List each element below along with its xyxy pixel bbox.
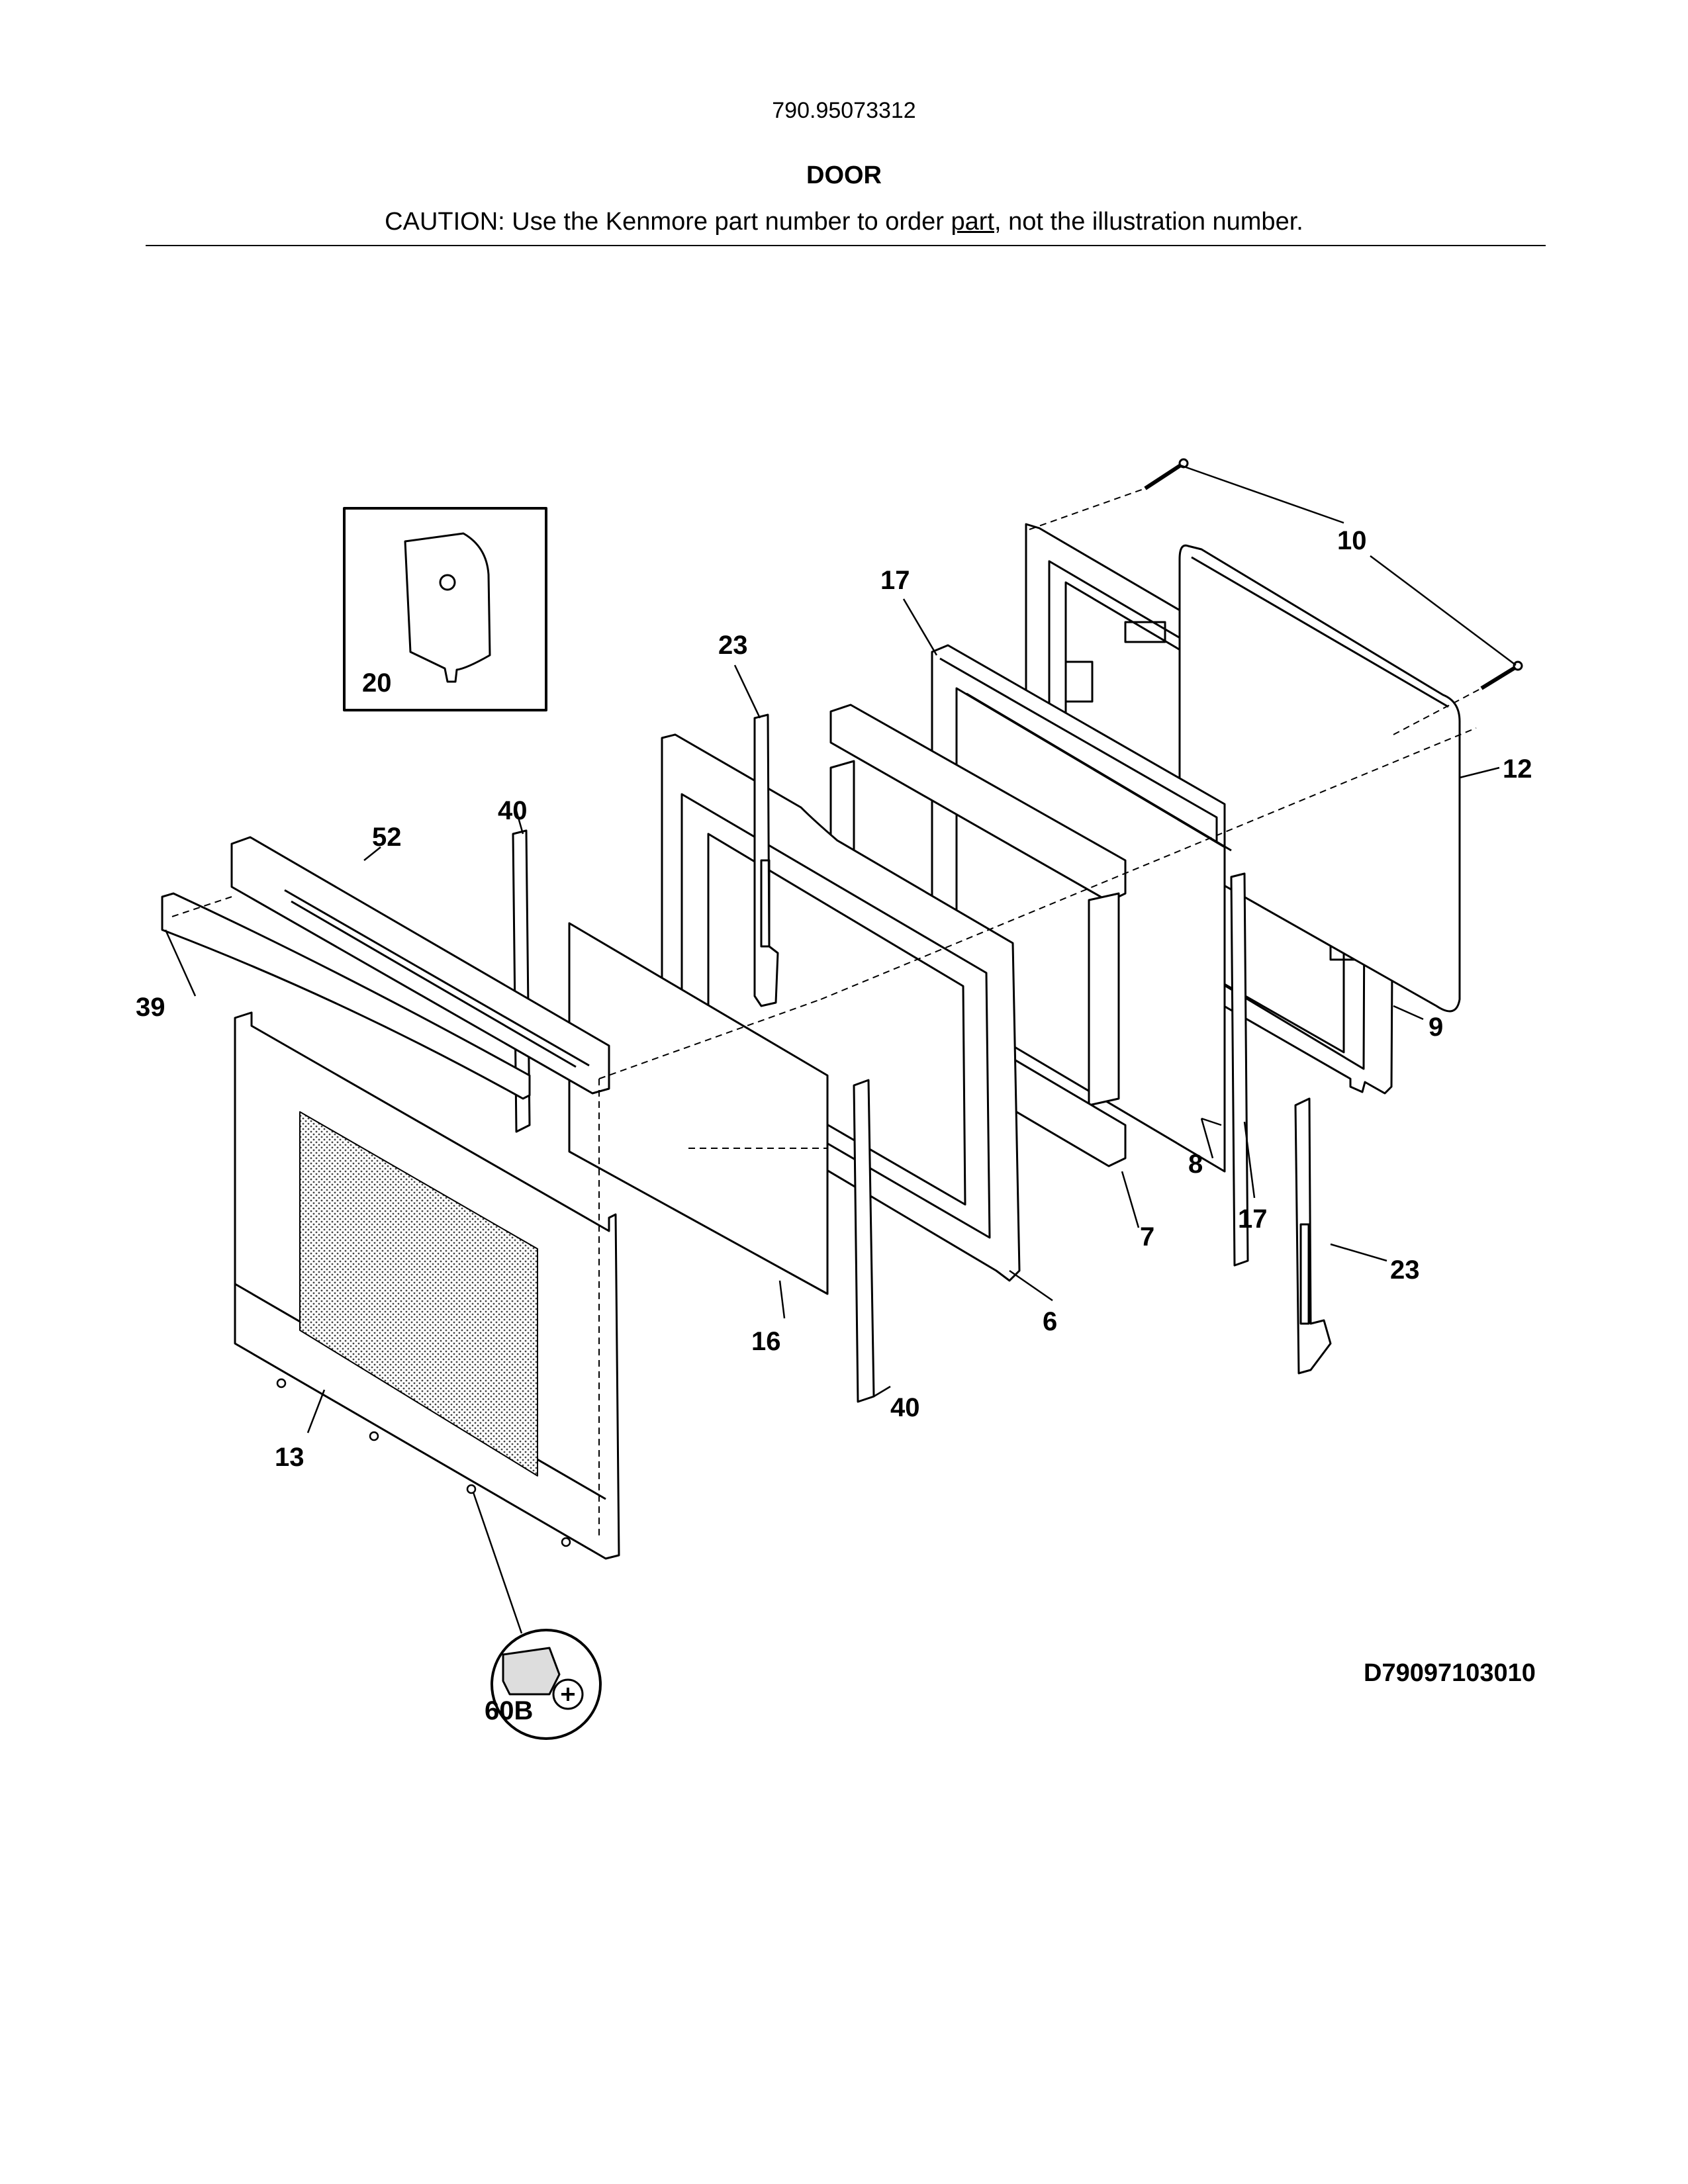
caution-underlined-word: part <box>951 208 994 236</box>
callout-12: 12 <box>1503 754 1532 784</box>
section-title: DOOR <box>806 161 882 189</box>
callout-20: 20 <box>362 668 392 698</box>
part-60b-screw-detail <box>491 1629 602 1740</box>
callout-52: 52 <box>372 823 402 852</box>
part-39-handle <box>161 892 531 1100</box>
callout-17-bottom: 17 <box>1238 1205 1268 1234</box>
caution-text-start: CAUTION: Use the Kenmore part number to … <box>385 208 951 236</box>
callout-9: 9 <box>1429 1013 1443 1042</box>
part-52-vent-trim <box>230 836 610 1095</box>
part-23-hinge-right <box>1294 1097 1332 1375</box>
callout-labels: 20 23 17 10 12 40 52 39 9 8 7 17 23 6 16… <box>136 526 1536 1725</box>
leader-lines <box>164 464 1517 1634</box>
callout-23-bottom: 23 <box>1390 1255 1420 1285</box>
callout-23-top: 23 <box>718 631 748 660</box>
callout-17-top: 17 <box>880 566 910 595</box>
callout-40-top: 40 <box>498 796 528 825</box>
part-10-screws <box>1144 458 1523 690</box>
callout-16: 16 <box>751 1327 781 1356</box>
caution-text-end: , not the illustration number. <box>994 208 1303 236</box>
header-divider <box>146 245 1546 246</box>
caution-note: CAUTION: Use the Kenmore part number to … <box>0 208 1688 236</box>
part-6-inner-frame <box>661 733 1021 1282</box>
part-23-hinge-left <box>753 713 779 1007</box>
part-12-gasket <box>1178 544 1461 1013</box>
callout-6: 6 <box>1043 1307 1057 1336</box>
part-13-outer-door <box>234 1011 620 1560</box>
callout-10: 10 <box>1337 526 1367 555</box>
alignment-lines <box>171 488 1482 1535</box>
door-bottom-screws <box>276 1378 571 1547</box>
callout-39: 39 <box>136 993 165 1022</box>
callout-8: 8 <box>1188 1150 1203 1179</box>
model-number: 790.95073312 <box>772 98 916 123</box>
diagram-code: D79097103010 <box>1364 1659 1536 1687</box>
part-17-frame-front <box>1230 872 1249 1267</box>
callout-13: 13 <box>275 1443 305 1472</box>
callout-40-bottom: 40 <box>890 1393 920 1422</box>
part-20-inset <box>343 507 547 711</box>
callout-7: 7 <box>1140 1222 1154 1251</box>
callout-60b: 60B <box>485 1696 533 1725</box>
